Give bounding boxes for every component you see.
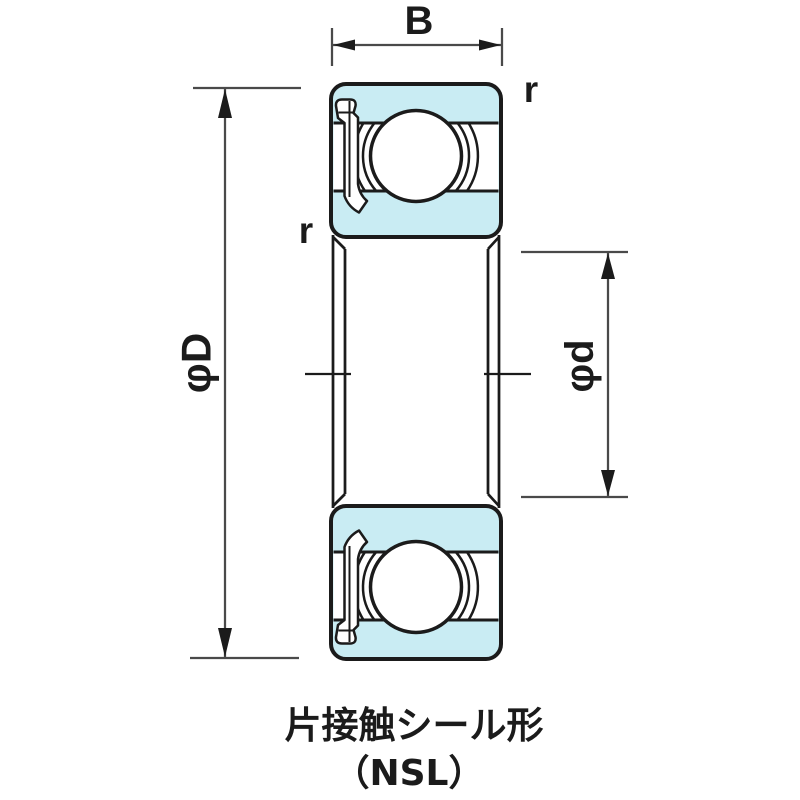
bearing-section-top [329,82,503,239]
corner-radius-label-right: r [524,69,538,110]
outer-diameter-dimension-label: φD [173,333,220,393]
caption-line1: 片接触シール形 [285,704,544,747]
bore-chamfer-top-right [486,236,501,250]
dimension-bore-diameter-phid: φd [521,250,628,499]
bore-chamfer-bottom-left [332,493,346,507]
arrowhead-down-icon [218,628,232,657]
bore-chamfer-bottom-right [486,493,501,507]
arrowhead-up-icon [601,253,615,279]
bearing-section-bottom [329,504,503,661]
arrowhead-left-icon [333,39,355,51]
width-dimension-label: B [405,0,434,43]
arrowhead-down-icon [601,470,615,496]
bore-diameter-dimension-label: φd [558,339,602,392]
bore-silhouette [331,235,501,508]
corner-radius-label-left: r [299,210,313,251]
dimension-outer-diameter-phiD: φD [173,86,301,660]
dimension-width-B: B [330,0,504,66]
arrowhead-right-icon [479,39,501,51]
caption-line2: （NSL） [334,753,485,794]
arrowhead-up-icon [218,89,232,118]
bore-chamfer-top-left [332,236,346,250]
